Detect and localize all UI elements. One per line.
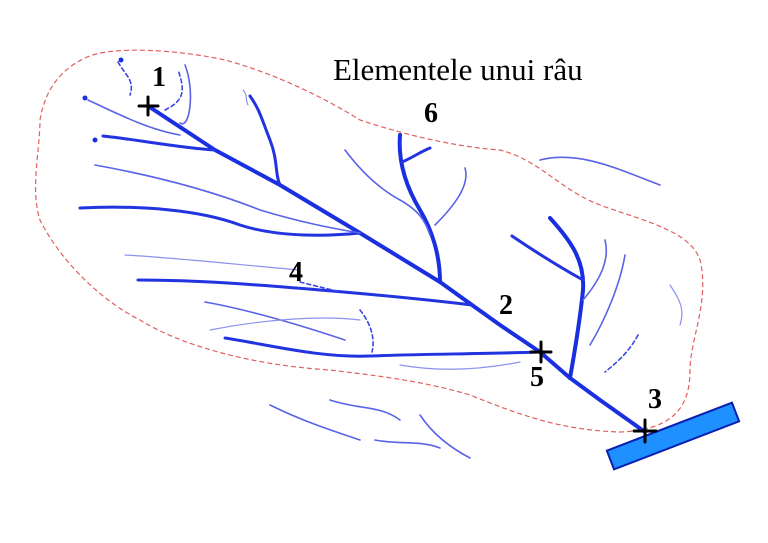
- stream-right-far: [669, 284, 683, 326]
- label-3: 3: [648, 384, 662, 415]
- dashed-stream-top-2: [164, 69, 184, 111]
- marker-5: [529, 340, 553, 364]
- dashed-stream-top: [117, 61, 133, 96]
- outside-stream-se-2: [269, 404, 361, 441]
- stream-6-left: [344, 149, 431, 236]
- marker-3: [632, 418, 658, 444]
- spring-dot-1: [118, 57, 124, 63]
- outside-stream-se-3: [419, 414, 471, 459]
- tributary-6-branch: [400, 146, 432, 164]
- tributary-top-center: [248, 94, 282, 187]
- label-6: 6: [424, 98, 438, 129]
- outside-stream-ne: [539, 156, 661, 186]
- tributary-left-middle: [78, 205, 362, 237]
- outflow-water-body: [605, 401, 741, 471]
- label-4: 4: [289, 257, 303, 288]
- tributary-right: [548, 216, 586, 380]
- basin-outline: [34, 49, 704, 433]
- stream-lower-left-thin: [204, 301, 346, 341]
- marker-1: [137, 95, 160, 117]
- main-river: [146, 104, 647, 434]
- stream-right-branch-upper: [582, 239, 607, 301]
- dashed-stream-lower: [359, 309, 374, 353]
- stream-left-low-faint: [124, 254, 301, 271]
- tributary-upper-left-thin: [87, 99, 181, 136]
- tributary-right-branch: [510, 234, 585, 282]
- label-5: 5: [530, 362, 544, 393]
- dashed-stream-right: [604, 334, 639, 373]
- spring-dot-3: [92, 137, 98, 143]
- outside-stream-se-4: [374, 439, 441, 449]
- tributary-upper-left: [101, 134, 217, 152]
- stream-6-right: [434, 167, 467, 226]
- label-2: 2: [499, 290, 513, 321]
- stream-lower-faint-2: [399, 361, 521, 370]
- tributary-6: [397, 133, 442, 284]
- tributary-lower-left: [223, 336, 542, 358]
- stream-right-branch-2: [589, 254, 626, 346]
- outside-stream-se-1: [329, 399, 401, 421]
- spring-dot-2: [82, 95, 88, 101]
- label-1: 1: [152, 62, 166, 93]
- tributary-4: [136, 278, 474, 307]
- stream-top-center-faint: [242, 89, 249, 106]
- stream-left-middle-thin: [94, 164, 361, 234]
- stream-top-3: [179, 64, 192, 125]
- stream-lower-faint-1: [209, 317, 361, 331]
- dashed-stream-4: [299, 281, 341, 293]
- diagram-title: Elementele unui râu: [333, 52, 583, 87]
